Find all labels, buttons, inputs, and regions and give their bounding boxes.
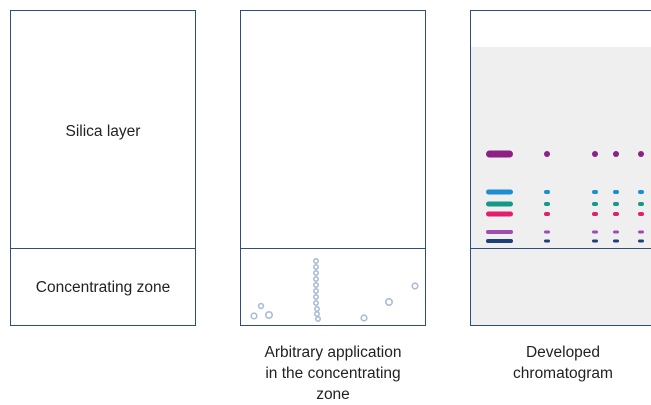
band-navy [613,239,619,243]
band-blue [544,190,550,194]
caption-line: chromatogram [513,365,613,382]
band-purple [638,151,644,157]
band-teal [613,202,619,206]
sample-spot [264,310,273,319]
band-teal [544,202,550,206]
caption-line: Arbitrary application [264,344,402,361]
band-blue [486,189,513,195]
sample-spot [257,302,265,310]
sample-spot [313,299,320,306]
caption-line: zone [316,386,350,403]
caption-sample-application: Arbitrary application in the concentrati… [240,342,426,405]
sample-spot [313,293,320,300]
band-navy [544,239,550,243]
concentrating-zone-boundary [471,248,651,249]
band-purple [544,151,550,157]
band-violet [638,230,644,234]
band-pink [486,211,513,217]
band-pink [613,212,619,216]
concentrating-zone-boundary [11,248,195,249]
band-purple [613,151,619,157]
sample-spot [313,281,320,288]
band-violet [613,230,619,234]
plate-silica-layer: Silica layer Concentrating zone [10,10,196,326]
band-purple [486,150,513,158]
band-pink [544,212,550,216]
sample-spot [314,310,321,317]
band-teal [486,201,513,207]
band-violet [486,230,513,234]
sample-spot [314,305,321,312]
sample-spot [360,314,368,322]
sample-spot [313,287,320,294]
applied-samples [250,258,419,322]
plate-sample-application [240,10,426,326]
band-pink [592,212,598,216]
concentrating-zone-label: Concentrating zone [35,279,171,296]
band-violet [544,230,550,234]
band-purple [592,151,598,157]
band-navy [592,239,598,243]
sample-spot [250,312,258,320]
sample-spot [313,258,320,265]
concentrating-zone-boundary [241,248,425,249]
silica-layer-label: Silica layer [65,123,141,140]
band-violet [592,230,598,234]
sample-spot [313,264,320,271]
band-teal [638,202,644,206]
caption-line: in the concentrating [265,365,401,382]
sample-spot [411,282,419,290]
caption-line: Developed [525,344,601,361]
sample-spot [315,315,322,322]
caption-developed-chromatogram: Developed chromatogram [470,342,651,384]
band-blue [592,190,598,194]
band-teal [592,202,598,206]
band-blue [638,190,644,194]
band-navy [486,239,513,243]
separated-bands [486,150,644,243]
sample-spot [313,275,320,282]
developed-area [471,47,651,325]
band-navy [638,239,644,243]
sample-spot [385,297,394,306]
band-blue [613,190,619,194]
band-pink [638,212,644,216]
sample-spot [313,269,320,276]
plate-developed-chromatogram [470,10,651,326]
